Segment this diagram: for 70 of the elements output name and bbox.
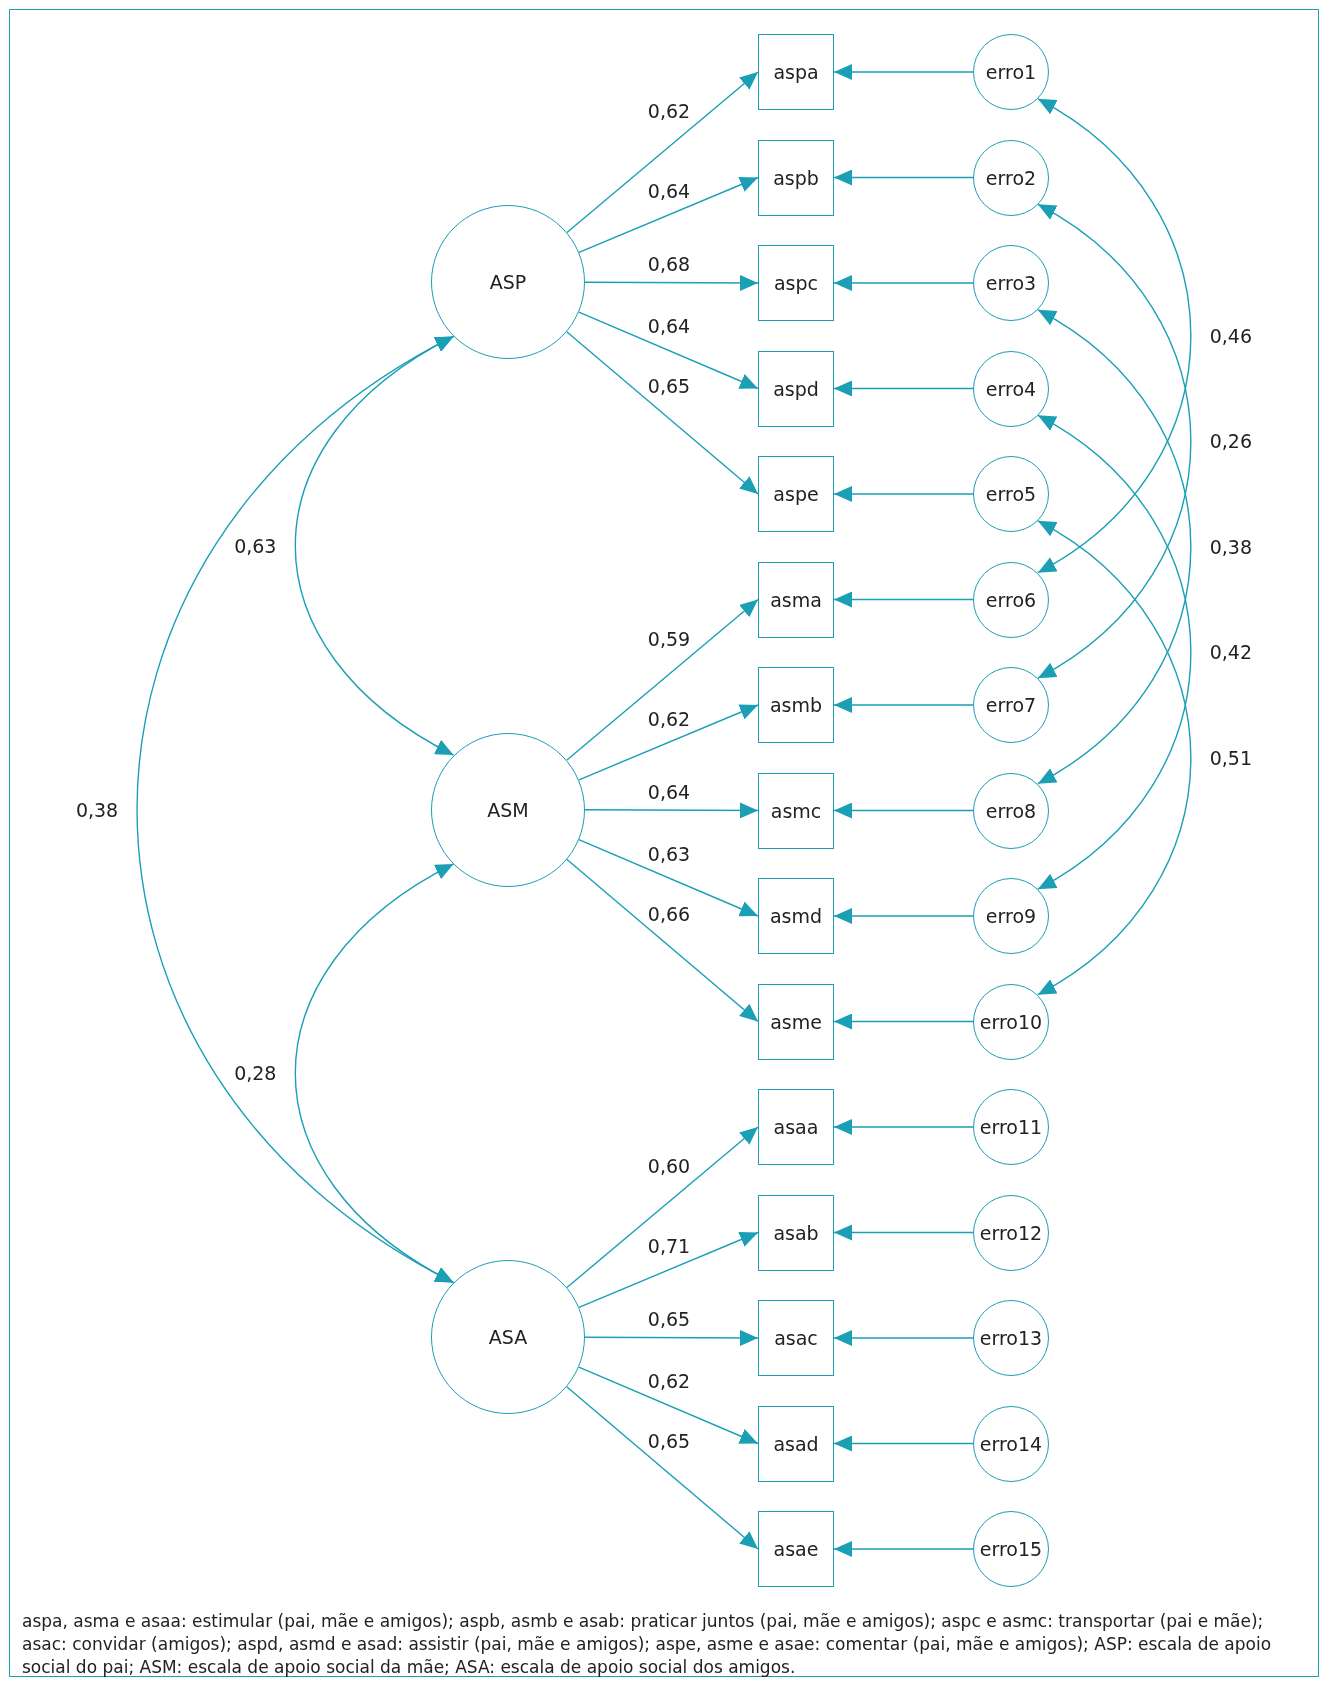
arrow xyxy=(578,838,759,917)
arrow xyxy=(566,598,759,761)
error-term-circle: erro10 xyxy=(973,983,1049,1060)
arrow xyxy=(833,1330,974,1346)
indicator-box: asmd xyxy=(758,878,834,954)
double-headed-arrow xyxy=(1037,414,1192,890)
double-headed-arrow xyxy=(136,335,455,1284)
arrow xyxy=(584,1329,759,1346)
arrow xyxy=(566,1126,759,1289)
error-term-circle: erro4 xyxy=(973,350,1049,427)
error-term-circle: erro1 xyxy=(973,34,1049,110)
error-term-circle: erro13 xyxy=(973,1300,1049,1376)
indicator-box: aspc xyxy=(758,245,834,321)
latent-variable-circle: ASA xyxy=(431,1260,585,1414)
arrow xyxy=(833,802,974,819)
indicator-box: aspb xyxy=(758,139,834,216)
error-term-circle: erro5 xyxy=(973,456,1049,532)
arrow xyxy=(833,697,974,713)
arrow xyxy=(578,176,759,253)
arrow xyxy=(578,1366,759,1445)
arrow xyxy=(833,1119,974,1135)
arrow xyxy=(833,64,974,80)
arrow xyxy=(566,858,759,1023)
double-headed-arrow xyxy=(1037,98,1192,574)
indicator-box: asmc xyxy=(758,772,834,849)
arrow xyxy=(566,1386,759,1550)
arrow xyxy=(578,704,759,781)
error-term-circle: erro11 xyxy=(973,1089,1049,1165)
indicator-box: asmb xyxy=(758,667,834,743)
arrow xyxy=(833,1224,974,1241)
arrow xyxy=(833,1435,974,1452)
error-term-circle: erro6 xyxy=(973,561,1049,638)
arrow xyxy=(833,591,974,608)
arrow xyxy=(578,1231,759,1308)
error-term-circle: erro15 xyxy=(973,1511,1049,1587)
error-term-circle: erro3 xyxy=(973,245,1049,321)
arrow xyxy=(833,908,974,924)
error-term-circle: erro12 xyxy=(973,1194,1049,1271)
arrow xyxy=(833,275,974,291)
error-term-circle: erro7 xyxy=(973,667,1049,743)
arrow xyxy=(833,169,974,186)
indicator-box: asac xyxy=(758,1300,834,1376)
indicator-box: asma xyxy=(758,561,834,638)
arrow xyxy=(566,71,759,234)
arrow xyxy=(833,1541,974,1557)
arrow xyxy=(584,274,759,291)
indicator-box: asae xyxy=(758,1511,834,1587)
indicator-box: aspd xyxy=(758,350,834,427)
arrow xyxy=(584,802,759,819)
arrow xyxy=(833,486,974,502)
indicator-box: asme xyxy=(758,983,834,1060)
arrow xyxy=(833,380,974,397)
indicator-box: asaa xyxy=(758,1089,834,1165)
indicator-box: asad xyxy=(758,1405,834,1482)
error-term-circle: erro8 xyxy=(973,772,1049,849)
error-term-circle: erro2 xyxy=(973,139,1049,216)
latent-variable-circle: ASP xyxy=(431,205,585,359)
double-headed-arrow xyxy=(1037,520,1192,996)
double-headed-arrow xyxy=(1037,203,1192,679)
indicator-box: asab xyxy=(758,1194,834,1271)
arrow xyxy=(833,1013,974,1030)
arrow xyxy=(566,331,759,495)
double-headed-arrow xyxy=(1037,309,1192,785)
error-term-circle: erro9 xyxy=(973,878,1049,954)
latent-variable-circle: ASM xyxy=(431,732,585,887)
indicator-box: aspe xyxy=(758,456,834,532)
caption: aspa, asma e asaa: estimular (pai, mãe e amigos); aspb, asmb e asab: praticar juntos (pai, mãe e amigos); aspc e asmc: transportar (pai e mãe); asac: convidar (amigos); aspd, asmd e asad: assistir (pai, mãe e amigos); aspe, asme e asae: comentar (pai, mãe e amigos); ASP: escala de apoio social do pai; ASM: escala de apoio social da mãe; ASA: escala de apoio social dos amigos. xyxy=(22,1610,1273,1679)
indicator-box: aspa xyxy=(758,34,834,110)
arrow xyxy=(578,311,759,390)
error-term-circle: erro14 xyxy=(973,1405,1049,1482)
